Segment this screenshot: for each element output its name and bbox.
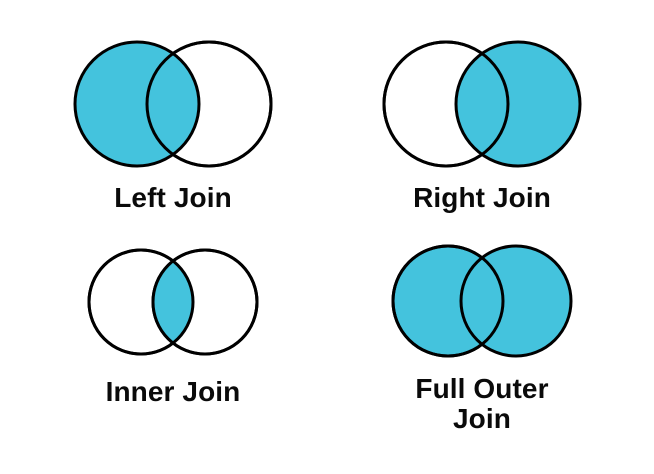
full-outer-join-label: Full Outer Join bbox=[415, 373, 549, 435]
inner-join-label: Inner Join bbox=[105, 376, 241, 407]
left-join-left-circle bbox=[73, 40, 201, 168]
venn-cell-left-join: Left Join bbox=[43, 38, 303, 213]
venn-cell-full-outer-join: Full Outer Join bbox=[358, 242, 606, 434]
inner-join-intersection bbox=[153, 250, 193, 354]
full-outer-join-right-circle bbox=[459, 244, 573, 358]
venn-cell-right-join: Right Join bbox=[350, 38, 614, 213]
left-join-right-circle-outline bbox=[145, 40, 273, 168]
full-outer-join-left-circle-outline bbox=[391, 244, 505, 358]
inner-join-left-circle-outline bbox=[87, 248, 195, 356]
venn-cell-inner-join: Inner Join bbox=[53, 246, 293, 407]
right-join-venn-figure bbox=[382, 40, 582, 168]
inner-join-right-circle-outline bbox=[151, 248, 259, 356]
right-join-left-circle-outline bbox=[382, 40, 510, 168]
left-join-venn-figure bbox=[73, 40, 273, 168]
left-join-label: Left Join bbox=[114, 182, 232, 213]
right-join-right-circle bbox=[454, 40, 582, 168]
right-join-label: Right Join bbox=[413, 182, 551, 213]
full-outer-join-venn-figure bbox=[391, 244, 573, 358]
inner-join-venn-figure bbox=[87, 248, 259, 356]
